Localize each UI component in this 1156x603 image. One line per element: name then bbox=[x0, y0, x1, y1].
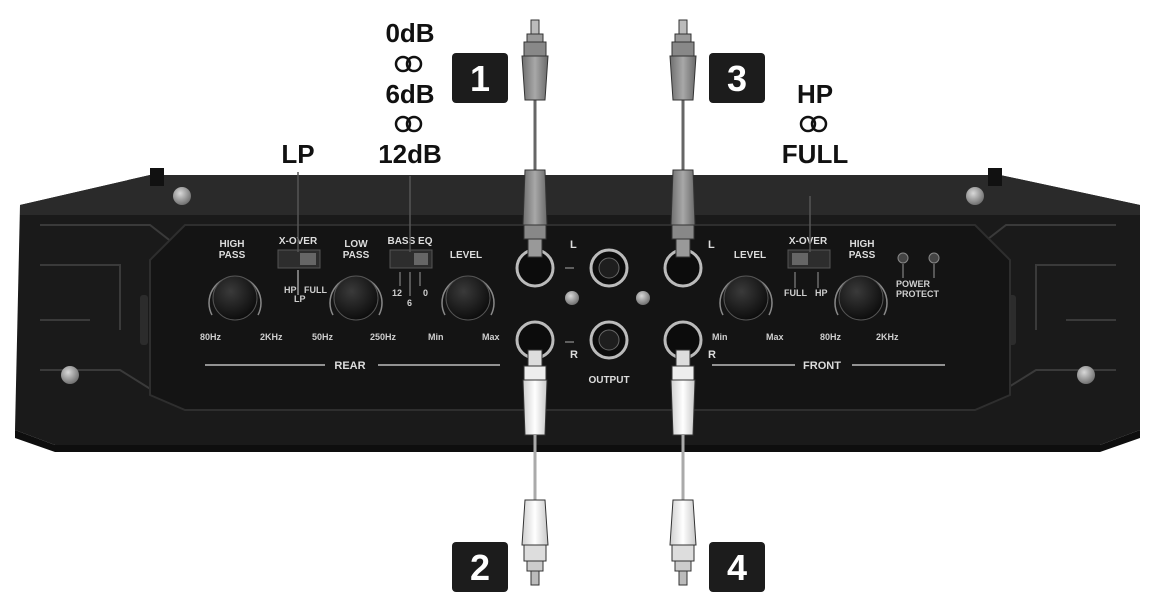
rear-hp-max: 2KHz bbox=[260, 332, 283, 342]
output-panel: L R L R OUTPUT bbox=[515, 239, 716, 386]
front-xover-switch-slider[interactable] bbox=[792, 253, 808, 265]
badge-4: 4 bbox=[709, 542, 765, 592]
output-label: OUTPUT bbox=[588, 375, 629, 386]
front-level-label: LEVEL bbox=[734, 250, 766, 261]
badge-1: 1 bbox=[452, 53, 508, 103]
rear-bass-eq-0: 0 bbox=[423, 288, 428, 298]
output-right-l-label: L bbox=[708, 239, 715, 251]
full-label: FULL bbox=[782, 139, 849, 169]
output-left-r-label: R bbox=[570, 349, 578, 361]
screw-icons bbox=[61, 187, 1095, 384]
protect-label: PROTECT bbox=[896, 289, 940, 299]
front-level-min: Min bbox=[712, 332, 728, 342]
front-section-label: FRONT bbox=[803, 360, 841, 372]
power-label: POWER bbox=[896, 279, 931, 289]
rear-lp-min: 50Hz bbox=[312, 332, 334, 342]
front-level-knob[interactable] bbox=[719, 275, 773, 321]
front-xover-label: X-OVER bbox=[789, 236, 828, 247]
rear-level-max: Max bbox=[482, 332, 500, 342]
front-hp-max: 2KHz bbox=[876, 332, 899, 342]
rear-high-pass-label-1: HIGH bbox=[220, 239, 245, 250]
badge-2: 2 bbox=[452, 542, 508, 592]
slope-0db-label: 0dB bbox=[385, 18, 434, 48]
output-left-l-label: L bbox=[570, 239, 577, 251]
callout-leaders bbox=[297, 172, 811, 252]
badge-3-number: 3 bbox=[727, 58, 747, 99]
callout-labels: 0dB 6dB 12dB LP HP FULL bbox=[281, 18, 848, 169]
front-controls: LEVEL X-OVER FULL HP HIGH PASS POWER PRO… bbox=[712, 236, 945, 372]
rca-jack-sub-left[interactable] bbox=[589, 248, 629, 288]
rear-high-pass-knob[interactable] bbox=[208, 275, 262, 321]
front-xover-full: FULL bbox=[784, 288, 807, 298]
rear-low-pass-label-1: LOW bbox=[344, 239, 368, 250]
rear-hp-min: 80Hz bbox=[200, 332, 222, 342]
output-right-r-label: R bbox=[708, 349, 716, 361]
rca-plug-4 bbox=[669, 349, 697, 586]
rear-lp-max: 250Hz bbox=[370, 332, 397, 342]
rear-low-pass-knob[interactable] bbox=[329, 275, 383, 321]
rear-bass-eq-12: 12 bbox=[392, 288, 402, 298]
rear-low-pass-label-2: PASS bbox=[343, 250, 370, 261]
front-high-pass-knob[interactable] bbox=[834, 275, 888, 321]
rear-level-knob[interactable] bbox=[441, 275, 495, 321]
rca-plug-3 bbox=[669, 19, 697, 258]
badge-3: 3 bbox=[709, 53, 765, 103]
front-high-pass-label-1: HIGH bbox=[850, 239, 875, 250]
rear-section-label: REAR bbox=[334, 360, 365, 372]
rear-bass-eq-6: 6 bbox=[407, 298, 412, 308]
rear-controls: HIGH PASS X-OVER HP LP FULL LOW PASS BAS… bbox=[200, 236, 500, 372]
rca-jack-sub-right[interactable] bbox=[589, 320, 629, 360]
badge-1-number: 1 bbox=[470, 58, 490, 99]
front-level-max: Max bbox=[766, 332, 784, 342]
toggle-rings-icon-1 bbox=[394, 55, 423, 73]
toggle-rings-icon-2 bbox=[394, 115, 423, 133]
power-led-icon bbox=[897, 252, 909, 264]
rear-high-pass-label-2: PASS bbox=[219, 250, 246, 261]
slope-6db-label: 6dB bbox=[385, 79, 434, 109]
badge-2-number: 2 bbox=[470, 547, 490, 588]
badge-4-number: 4 bbox=[727, 547, 747, 588]
protect-led-icon bbox=[928, 252, 940, 264]
amplifier-chassis bbox=[15, 168, 1140, 452]
rca-plug-2 bbox=[521, 349, 549, 586]
rear-bass-eq-switch-slider[interactable] bbox=[414, 253, 428, 265]
rear-xover-hp: HP bbox=[284, 285, 297, 295]
slope-12db-label: 12dB bbox=[378, 139, 442, 169]
rear-level-min: Min bbox=[428, 332, 444, 342]
rear-xover-lp: LP bbox=[294, 294, 306, 304]
front-hp-min: 80Hz bbox=[820, 332, 842, 342]
lp-label: LP bbox=[281, 139, 314, 169]
rear-xover-switch-slider[interactable] bbox=[300, 253, 316, 265]
toggle-rings-icon-3 bbox=[799, 115, 828, 133]
hp-label: HP bbox=[797, 79, 833, 109]
front-xover-hp: HP bbox=[815, 288, 828, 298]
rear-xover-full: FULL bbox=[304, 285, 327, 295]
rear-level-label: LEVEL bbox=[450, 250, 482, 261]
rca-plug-1 bbox=[521, 19, 549, 258]
front-high-pass-label-2: PASS bbox=[849, 250, 876, 261]
